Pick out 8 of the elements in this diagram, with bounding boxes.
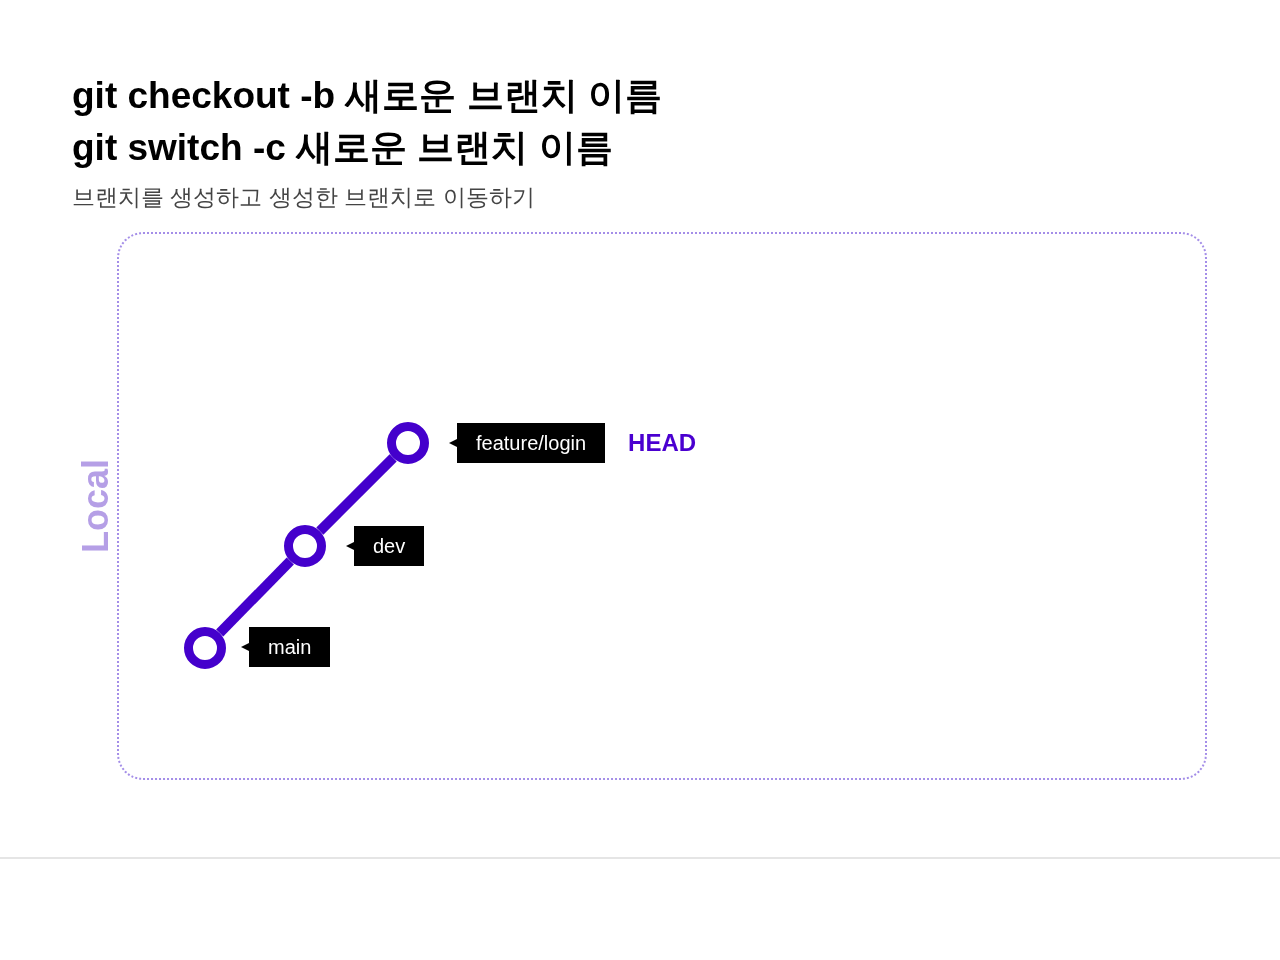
title: git checkout -b 새로운 브랜치 이름	[72, 74, 662, 118]
area-heading: Local	[74, 459, 117, 553]
subtitle: 브랜치를 생성하고 생성한 브랜치로 이동하기	[72, 183, 536, 212]
branch-tag: main	[241, 627, 331, 667]
title: git switch -c 새로운 브랜치 이름	[72, 126, 614, 170]
branch-tag: feature/login	[449, 423, 606, 463]
branch-tag: dev	[346, 526, 425, 566]
head-label: HEAD	[628, 428, 697, 458]
